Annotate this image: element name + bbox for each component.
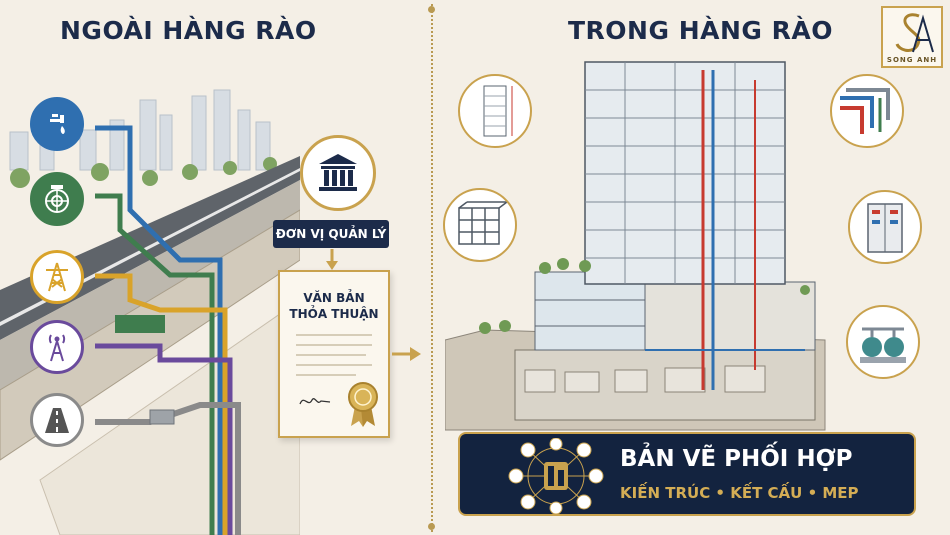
water-tap-icon: [30, 97, 84, 151]
arrow-down-icon: [326, 249, 338, 270]
brand-logo: SONG ANH: [881, 6, 943, 68]
coordination-network-icon: [508, 438, 604, 514]
left-title: NGOÀI HÀNG RÀO: [60, 16, 317, 45]
pipework-thumbnail: [830, 74, 904, 148]
award-seal-icon: [348, 382, 378, 427]
sewage-treatment-icon: [30, 172, 84, 226]
agreement-document: VĂN BẢN THỎA THUẬN: [278, 270, 390, 438]
divider-dot-top: [428, 6, 435, 13]
coordination-banner: BẢN VẼ PHỐI HỢP KIẾN TRÚC • KẾT CẤU • ME…: [458, 432, 916, 516]
structural-frame-thumbnail: [443, 188, 517, 262]
building-cutaway-illustration: [445, 61, 826, 431]
telecom-antenna-icon: [30, 320, 84, 374]
center-divider: [431, 4, 433, 532]
signature-mark: [299, 398, 331, 405]
document-title-line1: VĂN BẢN: [303, 291, 365, 305]
banner-title: BẢN VẼ PHỐI HỢP: [620, 446, 853, 472]
right-title: TRONG HÀNG RÀO: [568, 16, 833, 45]
arrow-right-icon: [392, 347, 421, 361]
government-building-icon: [319, 154, 357, 191]
logo-text: SONG ANH: [886, 56, 938, 64]
divider-dot-bottom: [428, 523, 435, 530]
pump-station-thumbnail: [846, 305, 920, 379]
electrical-cabinet-thumbnail: [848, 190, 922, 264]
road-icon: [30, 393, 84, 447]
authority-badge: [300, 135, 376, 211]
power-tower-icon: [30, 250, 84, 304]
banner-subtitle: KIẾN TRÚC • KẾT CẤU • MEP: [620, 484, 859, 502]
document-title-line2: THỎA THUẬN: [289, 307, 379, 321]
brand-monogram: [895, 13, 934, 53]
facade-drawing-thumbnail: [458, 74, 532, 148]
authority-label: ĐƠN VỊ QUẢN LÝ: [273, 220, 389, 248]
